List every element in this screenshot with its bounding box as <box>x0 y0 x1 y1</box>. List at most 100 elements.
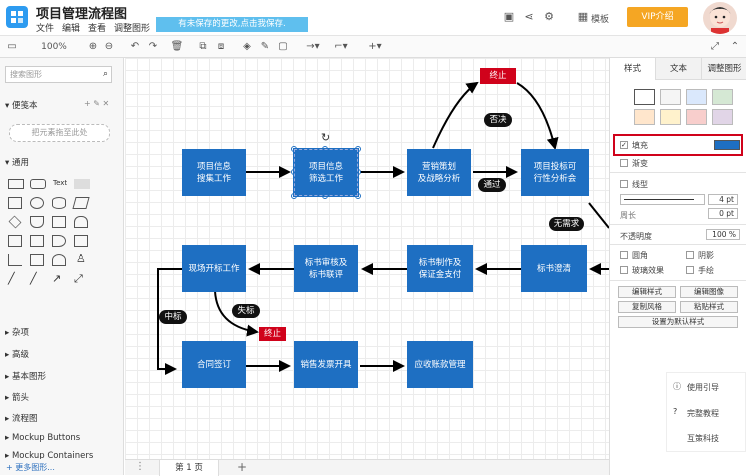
tab-style[interactable]: 样式 <box>610 58 655 80</box>
style-swatch-purple[interactable] <box>712 109 733 125</box>
to-back-icon[interactable]: ⧈ <box>217 41 225 52</box>
circle-shape[interactable] <box>30 197 44 209</box>
tab-text[interactable]: 文本 <box>655 58 701 80</box>
page-menu-icon[interactable]: ⋮ <box>135 461 145 472</box>
style-swatch-gray[interactable] <box>660 89 681 105</box>
section-misc[interactable]: ▸ 杂项 <box>5 328 29 338</box>
connection-style-icon[interactable]: →▾ <box>306 41 320 52</box>
card-shape[interactable] <box>30 235 44 247</box>
node-invoice[interactable]: 销售发票开具 <box>294 341 358 388</box>
perimeter-input[interactable]: 0 pt <box>708 208 738 219</box>
node-collect-info[interactable]: 项目信息 搜集工作 <box>182 149 246 196</box>
section-mockup-containers[interactable]: ▸ Mockup Containers <box>5 451 94 459</box>
text-shape[interactable]: Text <box>53 179 68 187</box>
line-width-input[interactable]: 4 pt <box>708 194 738 205</box>
section-mockup-buttons[interactable]: ▸ Mockup Buttons <box>5 433 81 443</box>
line-pattern-select[interactable] <box>620 194 705 205</box>
node-bid-opening[interactable]: 现场开标工作 <box>182 245 246 292</box>
corner-shape[interactable] <box>8 254 22 266</box>
fill-color-icon[interactable]: ◈ <box>243 41 251 52</box>
connector-4-offpage[interactable] <box>588 202 609 229</box>
collapse-icon[interactable]: ⌃ <box>730 41 740 52</box>
redo-icon[interactable]: ↷ <box>148 41 158 52</box>
lose-bid-label[interactable]: 失标 <box>232 304 260 318</box>
rounded-checkbox[interactable] <box>620 251 628 259</box>
add-page-icon[interactable]: + <box>237 460 248 474</box>
bidirectional-arrow-shape[interactable]: ⤢ <box>74 272 83 285</box>
style-swatch-green[interactable] <box>712 89 733 105</box>
scratchpad-header[interactable]: ▾ 便笺本 <box>5 101 38 111</box>
template-label[interactable]: 模板 <box>591 15 610 25</box>
tutorial-link[interactable]: 完整教程 <box>687 409 719 418</box>
glass-checkbox[interactable] <box>620 266 628 274</box>
style-swatch-white[interactable] <box>634 89 655 105</box>
zoom-out-icon[interactable]: ⊖ <box>104 41 114 52</box>
connector-5-9[interactable] <box>157 268 182 375</box>
connector-3-stop[interactable] <box>432 81 479 149</box>
zoom-level[interactable]: 100% <box>41 42 67 52</box>
parallelogram-shape[interactable] <box>72 197 90 209</box>
gradient-checkbox[interactable] <box>620 159 628 167</box>
stop-label-top[interactable]: 终止 <box>480 68 516 84</box>
section-basic[interactable]: ▸ 基本图形 <box>5 372 46 382</box>
node-filter-info[interactable]: 项目信息 筛选工作 <box>293 148 359 197</box>
delete-icon[interactable]: 🗑 <box>170 41 184 52</box>
actor-icon[interactable]: ♙ <box>76 252 86 265</box>
node-marketing-strategy[interactable]: 营销策划 及战略分析 <box>407 149 471 196</box>
template-icon[interactable]: ▦ <box>577 10 589 23</box>
style-swatch-blue[interactable] <box>686 89 707 105</box>
rounded-rectangle-shape[interactable] <box>30 179 46 189</box>
paste-style-button[interactable]: 粘贴样式 <box>680 301 738 313</box>
pass-label[interactable]: 通过 <box>478 178 506 192</box>
waypoint-icon[interactable]: ⌐▾ <box>334 41 348 52</box>
style-swatch-orange[interactable] <box>634 109 655 125</box>
process-shape[interactable] <box>52 216 66 228</box>
section-flowchart[interactable]: ▸ 流程图 <box>5 414 38 424</box>
more-shapes-link[interactable]: + 更多图形... <box>6 463 55 472</box>
delay-shape[interactable] <box>52 235 66 247</box>
to-front-icon[interactable]: ⧉ <box>199 41 207 52</box>
sketch-checkbox[interactable] <box>686 266 694 274</box>
shadow-checkbox[interactable] <box>686 251 694 259</box>
unsaved-notice[interactable]: 有未保存的更改,点击我保存. <box>156 17 308 32</box>
scratchpad-drop-zone[interactable]: 把元素拖至此处 <box>9 124 110 142</box>
node-bid-making[interactable]: 标书制作及 保证金支付 <box>407 245 473 292</box>
shadow-icon[interactable]: ▢ <box>278 41 288 52</box>
line-color-icon[interactable]: ✎ <box>260 41 270 52</box>
storage-shape[interactable] <box>74 235 88 247</box>
vip-button[interactable]: VIP介绍 <box>627 7 688 27</box>
save-icon[interactable]: ▣ <box>503 10 515 23</box>
section-arrows[interactable]: ▸ 箭头 <box>5 393 29 403</box>
rotate-handle-icon[interactable]: ↻ <box>321 131 330 144</box>
share-icon[interactable]: ⋖ <box>524 10 534 23</box>
menu-edit[interactable]: 编辑 <box>62 24 81 34</box>
connector-5-stop[interactable] <box>214 290 259 337</box>
node-bid-clarify[interactable]: 标书澄清 <box>521 245 587 292</box>
reject-label[interactable]: 否决 <box>484 113 512 127</box>
company-link[interactable]: 互策科技 <box>687 434 719 443</box>
stop-label-bottom[interactable]: 终止 <box>259 327 286 341</box>
undo-icon[interactable]: ↶ <box>130 41 140 52</box>
document-title[interactable]: 项目管理流程图 <box>36 7 128 22</box>
cylinder-shape[interactable] <box>52 197 66 209</box>
zoom-in-icon[interactable]: ⊕ <box>88 41 98 52</box>
node-contract-sign[interactable]: 合同签订 <box>182 341 246 388</box>
callout-shape[interactable] <box>30 254 44 266</box>
fill-checkbox[interactable]: ✓ <box>620 141 628 149</box>
line-checkbox[interactable] <box>620 180 628 188</box>
section-advanced[interactable]: ▸ 高级 <box>5 350 29 360</box>
scratchpad-actions-icon[interactable]: + ✎ ✕ <box>84 99 110 108</box>
internal-storage-shape[interactable] <box>8 235 22 247</box>
guide-link[interactable]: 使用引导 <box>687 383 719 392</box>
style-swatch-yellow[interactable] <box>660 109 681 125</box>
diagram-canvas[interactable]: ↻ 项目信息 搜集工作 项目信息 筛选工作 营销策划 及战略分析 项目投标可 行… <box>125 58 609 459</box>
general-header[interactable]: ▾ 通用 <box>5 158 29 168</box>
menu-adjust[interactable]: 调整图形 <box>114 24 151 34</box>
document-shape[interactable] <box>30 216 44 228</box>
page-tab[interactable]: 第 1 页 <box>159 460 219 476</box>
style-swatch-red[interactable] <box>686 109 707 125</box>
opacity-input[interactable]: 100 % <box>706 229 740 240</box>
copy-style-button[interactable]: 复制风格 <box>618 301 676 313</box>
win-bid-label[interactable]: 中标 <box>159 310 187 324</box>
fullscreen-icon[interactable]: ⤢ <box>711 41 719 52</box>
